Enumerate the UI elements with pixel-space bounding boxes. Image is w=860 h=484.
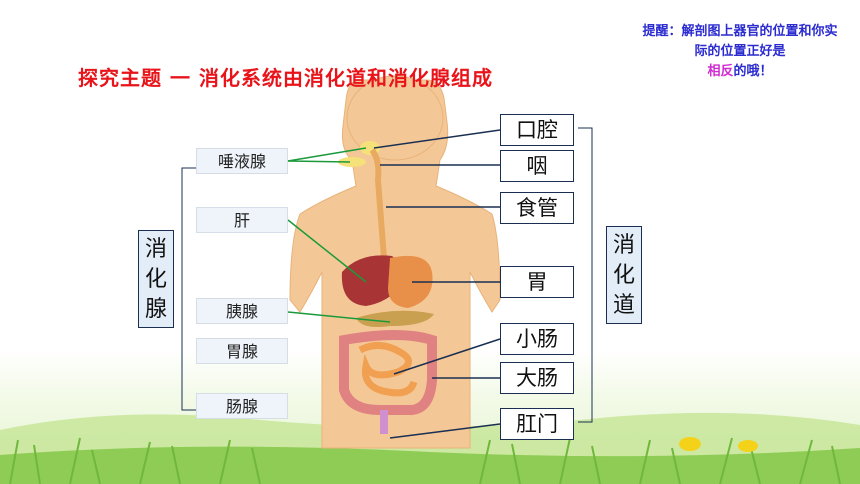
- large-intestine: [339, 330, 437, 415]
- label-pharynx: 咽: [500, 150, 574, 182]
- gland-connectors: [287, 147, 391, 323]
- label-esophagus: 食管: [500, 192, 574, 224]
- label-liver: 肝: [196, 207, 288, 233]
- label-gastric-gland: 胃腺: [196, 338, 288, 364]
- organs: [338, 141, 437, 434]
- label-salivary-gland: 唾液腺: [196, 148, 288, 174]
- group-digestive-glands: 消 化 腺: [138, 230, 174, 328]
- leaf-icon: [738, 440, 758, 452]
- title-subject: 消化系统由消化道和消化腺组成: [199, 66, 493, 90]
- label-oral-cavity: 口腔: [500, 114, 574, 146]
- label-stomach: 胃: [500, 266, 574, 298]
- title-topic: 探究主题: [78, 66, 162, 90]
- group-char: 腺: [144, 297, 167, 322]
- group-char: 化: [612, 263, 635, 288]
- group-digestive-tract: 消 化 道: [606, 226, 642, 324]
- label-small-intestine: 小肠: [500, 323, 574, 355]
- salivary-gland: [338, 157, 366, 167]
- leaf-icon: [679, 437, 701, 451]
- tract-connectors: [373, 129, 501, 439]
- tip-highlight: 相反: [707, 64, 734, 79]
- title-dash: 一: [170, 66, 191, 90]
- stomach: [388, 255, 433, 308]
- label-intestinal-gland: 肠腺: [196, 393, 288, 419]
- tip-text-end: 的哦！: [733, 64, 773, 79]
- group-char: 消: [612, 233, 635, 258]
- label-anus: 肛门: [500, 408, 574, 440]
- page-title: 探究主题一消化系统由消化道和消化腺组成: [78, 62, 493, 91]
- group-char: 化: [144, 267, 167, 292]
- group-char: 道: [612, 293, 635, 318]
- esophagus: [369, 148, 387, 259]
- pancreas: [356, 310, 434, 327]
- label-large-intestine: 大肠: [500, 362, 574, 394]
- small-intestine: [358, 342, 418, 397]
- tip-text: 提醒：解剖图上器官的位置和你实际的位置正好是: [642, 24, 838, 59]
- group-char: 消: [144, 237, 167, 262]
- reminder-note: 提醒：解剖图上器官的位置和你实际的位置正好是 相反的哦！: [640, 22, 840, 82]
- label-pancreas: 胰腺: [196, 298, 288, 324]
